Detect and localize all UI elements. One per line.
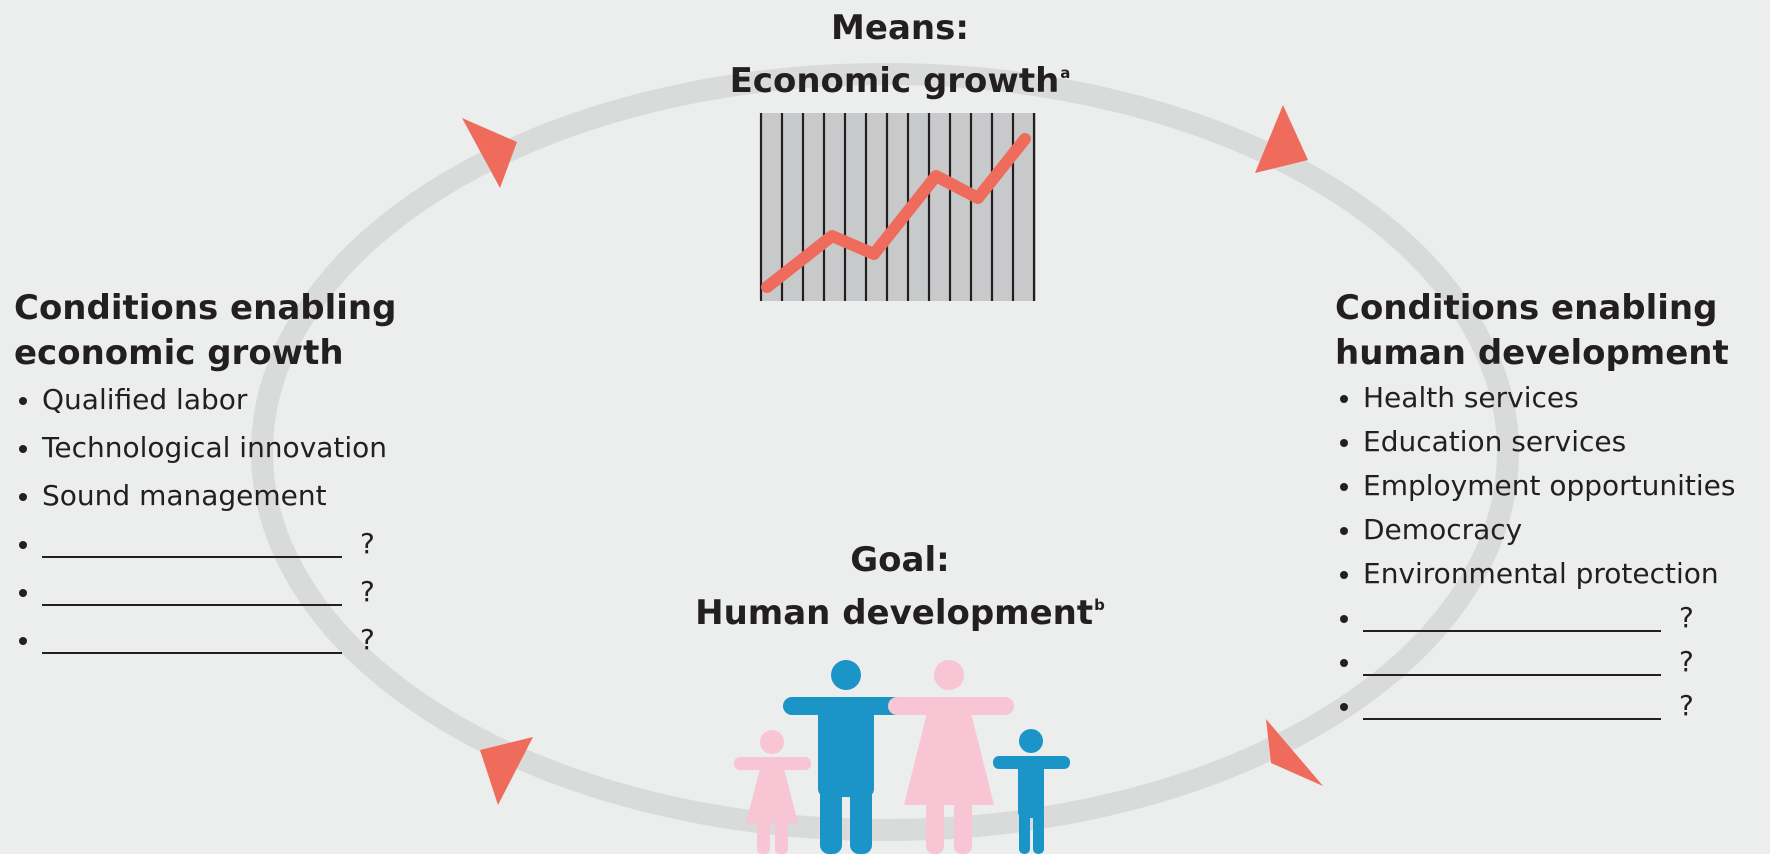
blank-list-item: ?	[1335, 640, 1736, 684]
goal-label: Goal:	[850, 540, 950, 580]
child-girl-figure	[734, 730, 811, 854]
blank-list-item: ?	[14, 520, 396, 568]
means-heading: Means: Economic growtha	[685, 6, 1115, 104]
condition-list: Health services Education services Emplo…	[1335, 376, 1736, 728]
list-item: Environmental protection	[1335, 552, 1736, 596]
means-footnote: a	[1060, 64, 1071, 82]
arrow-bottom-right	[1266, 719, 1323, 786]
panel-title: Conditions enabling human development	[1335, 288, 1729, 373]
cycle-arrow-icon	[462, 105, 1323, 805]
list-item: Health services	[1335, 376, 1736, 420]
goal-footnote: b	[1094, 596, 1105, 614]
list-item: Qualified labor	[14, 376, 396, 424]
blank-line	[42, 532, 342, 558]
arrow-top-left	[462, 118, 517, 188]
condition-list: Qualified labor Technological innovation…	[14, 376, 396, 664]
blank-list-item: ?	[1335, 684, 1736, 728]
blank-list-item: ?	[1335, 596, 1736, 640]
growth-line	[761, 133, 1031, 293]
panel-title: Conditions enabling economic growth	[14, 288, 397, 373]
economic-growth-conditions-panel: Conditions enabling economic growth Qual…	[14, 286, 396, 664]
list-item: Democracy	[1335, 508, 1736, 552]
family-icon	[734, 660, 1070, 854]
list-item: Employment opportunities	[1335, 464, 1736, 508]
list-item: Education services	[1335, 420, 1736, 464]
blank-line	[42, 580, 342, 606]
human-development-conditions-panel: Conditions enabling human development He…	[1335, 286, 1736, 728]
growth-chart-icon	[759, 113, 1036, 301]
goal-heading: Goal: Human developmentb	[660, 538, 1140, 636]
blank-list-item: ?	[14, 568, 396, 616]
adult-male-figure	[783, 660, 909, 854]
blank-line	[1363, 694, 1661, 720]
adult-female-figure	[888, 660, 1014, 854]
arrow-top-right	[1255, 105, 1308, 173]
blank-line	[1363, 650, 1661, 676]
blank-list-item: ?	[14, 616, 396, 664]
list-item: Sound management	[14, 472, 396, 520]
means-title: Economic growtha	[729, 61, 1071, 101]
goal-title: Human developmentb	[695, 593, 1105, 633]
blank-line	[1363, 606, 1661, 632]
arrow-bottom-left	[480, 737, 533, 805]
cycle-ring	[251, 63, 1519, 841]
means-label: Means:	[831, 8, 969, 48]
list-item: Technological innovation	[14, 424, 396, 472]
child-boy-figure	[993, 729, 1070, 854]
blank-line	[42, 628, 342, 654]
